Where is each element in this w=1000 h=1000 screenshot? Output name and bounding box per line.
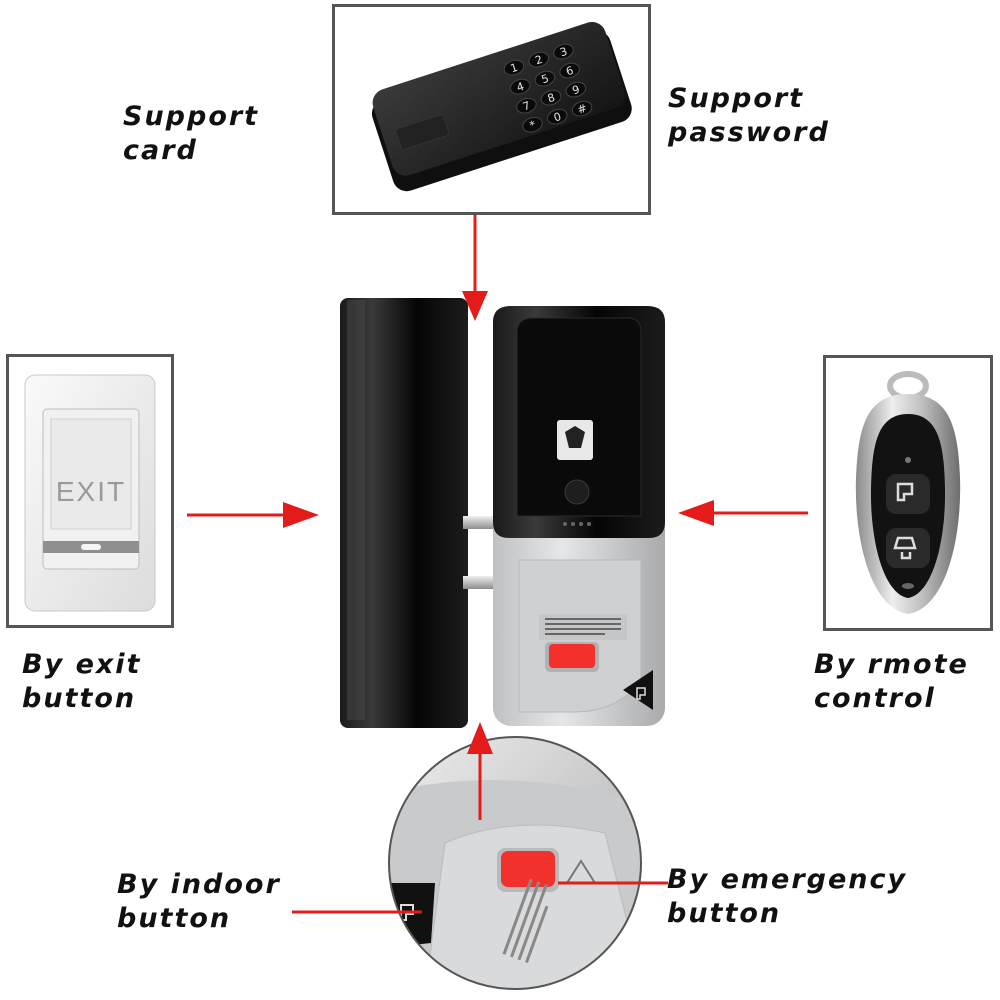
keypad-reader-image: 123 456 789 * 0 # <box>371 21 632 192</box>
caption-line: card <box>123 135 198 166</box>
keypad-key <box>503 59 525 76</box>
caption-line: button <box>22 683 137 714</box>
keypad-key-label: 9 <box>571 83 582 98</box>
keypad-key <box>565 81 587 98</box>
keypad-key-label: 4 <box>515 80 526 95</box>
keypad-key-label: 2 <box>534 53 545 68</box>
caption-emergency-button: By emergency button <box>667 863 907 931</box>
remote-fob-image <box>855 371 961 614</box>
keypad-key-label: 3 <box>558 45 569 60</box>
remote-control-frame <box>823 355 993 631</box>
caption-support-card: Support card <box>123 100 259 168</box>
arrow-down-icon <box>462 215 488 321</box>
keypad-key-label: 7 <box>521 99 532 114</box>
keypad-key-label: 8 <box>546 91 557 106</box>
caption-remote-control: By rmote control <box>814 648 969 716</box>
keypad-key <box>559 62 580 79</box>
keypad-key-label: * <box>528 118 538 132</box>
keypad-key <box>534 70 556 87</box>
keypad-key <box>571 100 593 117</box>
caption-line: By emergency <box>667 864 908 895</box>
caption-line: Support <box>123 101 260 132</box>
caption-line: control <box>814 683 936 714</box>
keypad-key-label: 6 <box>564 64 575 79</box>
keypad-keys: 123 456 789 * 0 # <box>503 43 593 133</box>
caption-indoor-button: By indoor button <box>117 868 281 936</box>
arrow-left-icon <box>678 500 808 526</box>
caption-line: By exit <box>22 649 142 680</box>
keypad-key <box>528 51 549 68</box>
caption-line: button <box>667 898 782 929</box>
caption-line: button <box>117 903 232 934</box>
indoor-pointer-line <box>292 910 422 914</box>
keypad-key-label: 0 <box>552 110 563 125</box>
emergency-pointer-line <box>558 881 668 885</box>
caption-line: password <box>668 117 830 148</box>
door-lock-image <box>340 298 665 728</box>
keypad-key <box>509 78 531 95</box>
arrow-up-icon <box>467 722 493 820</box>
keypad-key <box>516 97 537 114</box>
keypad-key <box>547 108 568 125</box>
emergency-zoom-image <box>388 736 642 990</box>
caption-exit-button: By exit button <box>22 648 141 716</box>
caption-support-password: Support password <box>668 82 830 150</box>
keypad-key <box>553 43 574 60</box>
arrow-right-icon <box>187 502 319 528</box>
caption-line: By rmote <box>814 649 969 680</box>
exit-button-frame: EXIT <box>6 354 174 628</box>
keypad-key <box>540 89 562 106</box>
keypad-key-label: 1 <box>509 61 520 76</box>
keypad-key <box>522 116 543 133</box>
caption-line: Support <box>668 83 805 114</box>
keypad-key-label: # <box>576 102 589 117</box>
exit-plate-image: EXIT <box>24 374 156 612</box>
keypad-key-label: 5 <box>540 72 551 87</box>
exit-label: EXIT <box>56 476 126 507</box>
caption-line: By indoor <box>117 869 281 900</box>
